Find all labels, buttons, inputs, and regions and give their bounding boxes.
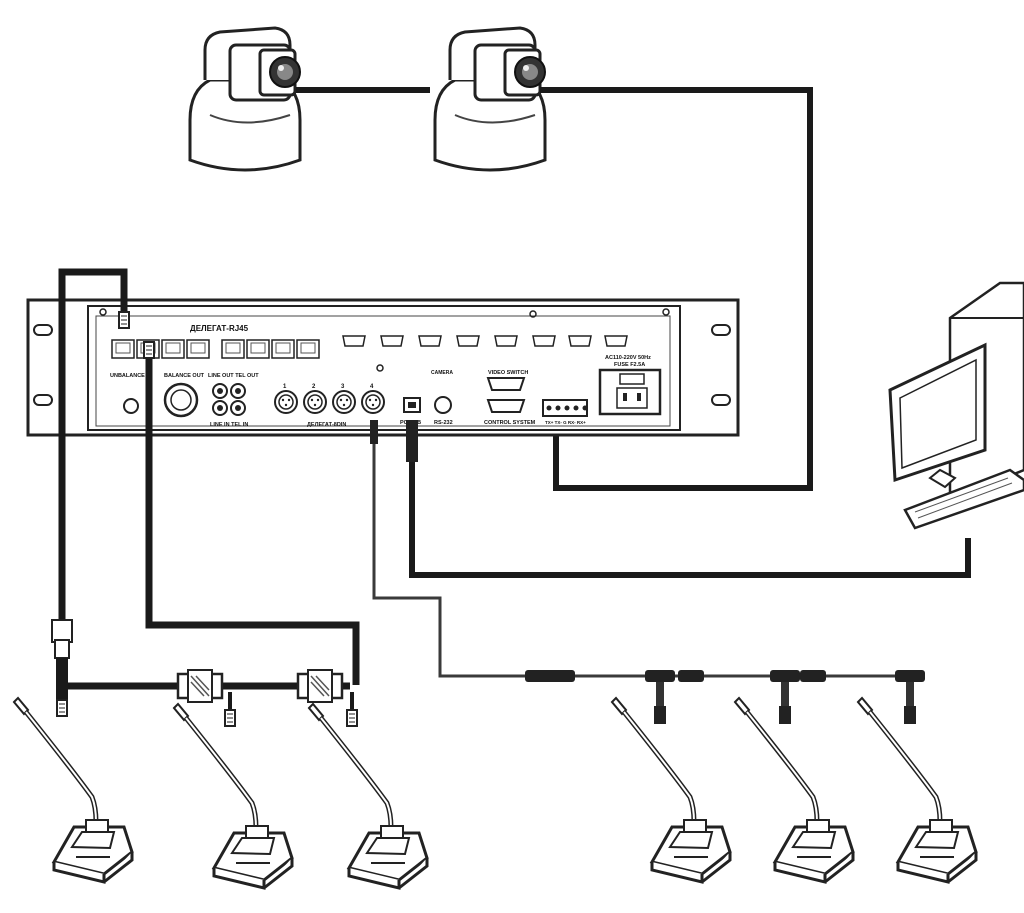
- ptz-camera-icon: [188, 26, 302, 172]
- desktop-computer-icon: [888, 281, 1024, 530]
- rj45-plug-icon: [143, 341, 155, 359]
- ptz-camera-icon: [433, 26, 547, 172]
- conference-microphone-icon: [174, 704, 292, 888]
- din-number-3: 3: [341, 384, 345, 390]
- terminal-label: TX+ TX- G RX- RX+: [545, 420, 586, 425]
- conference-microphone-icon: [735, 698, 853, 882]
- control-system-label: CONTROL SYSTEM: [484, 420, 536, 426]
- camera-label: CAMERA: [431, 370, 453, 376]
- din-number-2: 2: [312, 384, 316, 390]
- rj45-splitter-icon: [176, 668, 224, 704]
- line-in-label: LINE IN TEL IN: [210, 422, 248, 428]
- din-ports-label: ДЕЛЕГАТ-8DIN: [307, 422, 346, 428]
- video-switch-label: VIDEO SWITCH: [488, 370, 528, 376]
- coupler-icon: [51, 619, 73, 643]
- camera-control-cable: [540, 87, 813, 491]
- rs232-label: RS-232: [434, 420, 453, 426]
- rj45-plug-icon: [346, 709, 358, 727]
- din-t-connector-icon: [770, 670, 800, 724]
- pc-usb-cable: [409, 460, 971, 578]
- rj45-cable-chain: [145, 346, 360, 685]
- rj45-plug-icon: [118, 311, 130, 329]
- din-t-connector-icon: [895, 670, 925, 724]
- usb-plug-icon: [406, 420, 418, 462]
- din-number-1: 1: [283, 384, 287, 390]
- central-unit: ДЕЛЕГАТ-RJ45 UNBALANCE BALANCE OUT LINE …: [26, 298, 740, 437]
- line-out-label: LINE OUT TEL OUT: [208, 373, 259, 379]
- device-model-label: ДЕЛЕГАТ-RJ45: [190, 324, 249, 333]
- din-t-connector-icon: [645, 670, 675, 724]
- unbalance-label: UNBALANCE: [110, 373, 145, 379]
- conference-microphone-icon: [612, 698, 730, 882]
- din-cable: [372, 420, 915, 678]
- din-plug-icon: [370, 420, 378, 444]
- power-label-line2: FUSE F2.5A: [614, 362, 645, 368]
- rj45-plug-icon: [224, 709, 236, 727]
- balance-out-label: BALANCE OUT: [164, 373, 205, 379]
- power-label-line1: AC110-220V 50Hz: [605, 355, 651, 361]
- conference-microphone-icon: [309, 704, 427, 888]
- conference-microphone-icon: [14, 698, 132, 882]
- rj45-cable-loop: [58, 268, 128, 620]
- rj45-plug-icon: [56, 699, 68, 717]
- rj45-splitter-icon: [296, 668, 344, 704]
- din-number-4: 4: [370, 384, 374, 390]
- conference-microphone-icon: [858, 698, 976, 882]
- din-coupler-icon: [525, 670, 575, 682]
